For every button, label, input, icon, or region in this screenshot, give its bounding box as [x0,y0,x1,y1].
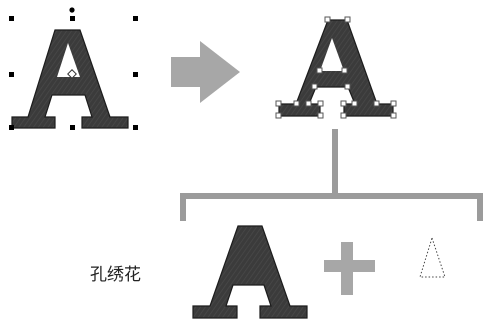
node-serif-l2[interactable] [293,100,300,107]
node-top-right[interactable] [344,16,351,23]
reshape-nodes [275,16,397,119]
split-bracket [180,129,483,221]
node-serif-r1[interactable] [340,100,347,107]
handle-bottom-left[interactable] [9,125,14,130]
node-serif-r2[interactable] [351,100,358,107]
handle-top-middle[interactable] [70,16,75,21]
node-serif-r3[interactable] [373,100,380,107]
node-base-l2[interactable] [317,112,324,119]
handle-middle-right[interactable] [133,72,138,77]
handle-bottom-right[interactable] [133,125,138,130]
bracket-left-leg [180,193,186,221]
handle-middle-left[interactable] [9,72,14,77]
handle-bottom-middle[interactable] [70,125,75,130]
right-arrow-icon [171,41,240,103]
bracket-right-leg [477,193,483,221]
solid-letter-result [192,225,308,319]
letter-a-counter [57,43,80,77]
plus-icon [324,242,375,295]
node-serif-l4[interactable] [317,100,324,107]
letter-a-solid [192,225,308,319]
bracket-stem [332,129,338,196]
node-serif-l3[interactable] [305,100,312,107]
node-serif-r4[interactable] [390,100,397,107]
node-base-r2[interactable] [390,112,397,119]
handle-top-left[interactable] [9,16,14,21]
node-inner-left[interactable] [316,67,323,74]
node-bar-left[interactable] [311,83,318,90]
node-bar-right[interactable] [344,83,351,90]
node-base-r1[interactable] [340,112,347,119]
node-inner-right[interactable] [341,67,348,74]
hole-embroidery-label: 孔绣花 [90,265,141,285]
letter-a-selected [11,29,129,129]
node-top-left[interactable] [324,16,331,23]
selection-handles [9,7,138,130]
letter-a-outer [11,29,129,129]
selected-letter-panel [9,7,138,130]
reshape-letter-panel [275,16,397,119]
handle-top-right[interactable] [133,16,138,21]
center-anchor[interactable] [67,69,77,79]
node-base-l1[interactable] [275,112,282,119]
bracket-bar [180,193,483,199]
dotted-triangle-icon [419,236,446,278]
rotate-handle[interactable] [69,7,75,13]
node-serif-l1[interactable] [275,100,282,107]
letter-a-reshape-counter [320,38,344,71]
